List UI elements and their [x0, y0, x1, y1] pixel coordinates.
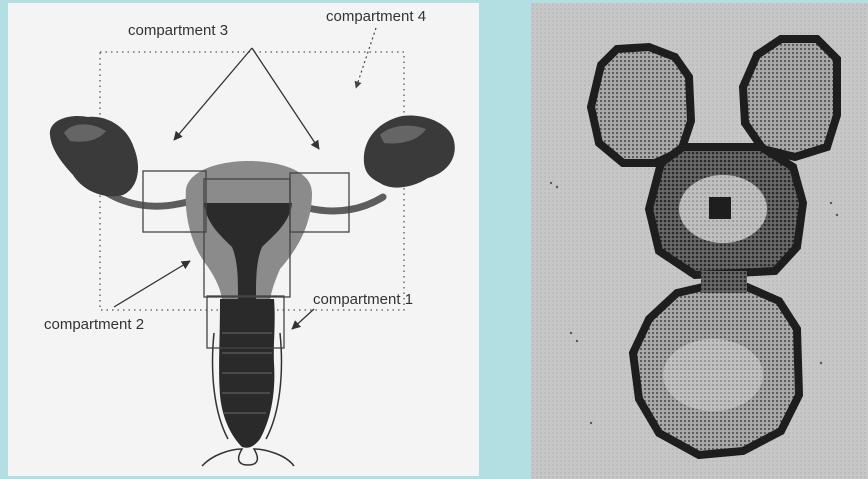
compartment-2-label: compartment 2 [44, 316, 144, 333]
scan-lobe-top-left [591, 47, 691, 163]
scan-lobe-top-right [743, 39, 837, 157]
scan-central-core [709, 197, 731, 219]
compartment-1-label: compartment 1 [313, 291, 413, 308]
dot-matrix-scan-panel [531, 3, 868, 479]
compartment-4-arrow [356, 28, 376, 88]
compartment-1-arrow [292, 309, 314, 329]
scan-neck [701, 271, 747, 293]
scan-lower-highlight [663, 339, 763, 411]
compartment-4-label: compartment 4 [326, 8, 426, 25]
compartment-3-arrow-left [174, 48, 252, 140]
uterus-diagram [8, 3, 479, 476]
vulva-outline [202, 449, 294, 466]
compartment-3-label: compartment 3 [128, 22, 228, 39]
dot-matrix-scan [531, 3, 868, 479]
compartment-2-arrow [114, 261, 190, 307]
uterus-diagram-panel: compartment 3 compartment 4 compartment … [8, 3, 479, 476]
compartment-3-arrow-right [252, 48, 319, 149]
